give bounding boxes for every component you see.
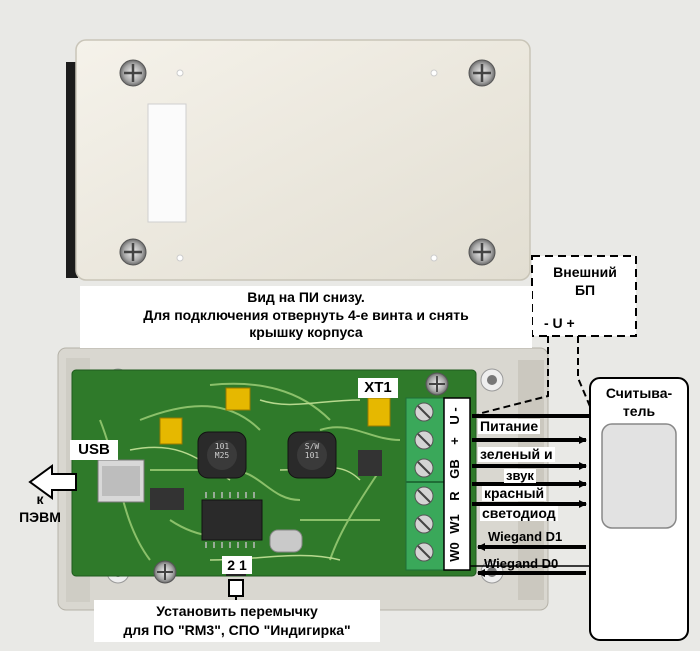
jumper-instruction: Установить перемычку для ПО "RM3", СПО "… bbox=[94, 600, 380, 642]
inductor-1 bbox=[197, 431, 247, 479]
signal-label-green: зеленый и bbox=[478, 446, 555, 463]
signal-label-wiegand-d1: Wiegand D1 bbox=[488, 529, 563, 544]
signal-label-power: Питание bbox=[478, 418, 541, 435]
reader-line-2: тель bbox=[622, 403, 656, 420]
screw-icon bbox=[119, 238, 147, 266]
power-supply-line-2: БП bbox=[574, 282, 596, 299]
reader-line-1: Считыва- bbox=[605, 385, 673, 401]
reader-label: Считыва- тель bbox=[594, 384, 684, 420]
jumper-line-2: для ПО "RM3", СПО "Индигирка" bbox=[123, 621, 351, 638]
caption-line-3: крышку корпуса bbox=[249, 324, 363, 340]
pc-label: к ПЭВМ bbox=[8, 490, 72, 526]
screw-icon bbox=[153, 560, 177, 584]
signal-label-wiegand-d0: Wiegand D0 bbox=[484, 556, 559, 571]
reader-box bbox=[589, 377, 689, 641]
screw-icon bbox=[119, 59, 147, 87]
pin-label-u-minus: U - bbox=[447, 407, 462, 425]
power-supply-label: Внешний БП bbox=[539, 263, 631, 299]
assembly-caption: Вид на ПИ снизу. Для подключения отверну… bbox=[80, 286, 532, 348]
power-supply-box bbox=[531, 255, 637, 337]
pc-label-line-2: ПЭВМ bbox=[19, 509, 61, 526]
screw-icon bbox=[425, 372, 449, 396]
signal-label-sound: звук bbox=[504, 468, 536, 484]
screw-icon bbox=[468, 59, 496, 87]
pin-label-w0: W0 bbox=[447, 542, 462, 562]
inductor-2 bbox=[287, 431, 337, 479]
pin-label-gb: GB bbox=[447, 459, 462, 479]
usb-arrow-icon bbox=[28, 464, 77, 500]
power-polarity-label: - U + bbox=[544, 315, 575, 331]
usb-label: USB bbox=[70, 440, 118, 460]
pin-label-plus: + bbox=[447, 437, 462, 445]
signal-label-red: красный bbox=[482, 485, 547, 502]
enclosure-lid bbox=[66, 39, 531, 281]
pin-label-r: R bbox=[447, 491, 462, 501]
caption-line-2: Для подключения отвернуть 4-е винта и сн… bbox=[143, 306, 469, 323]
terminal-block bbox=[405, 397, 471, 571]
power-supply-line-1: Внешний bbox=[553, 264, 617, 280]
pc-label-line-1: к bbox=[36, 491, 44, 507]
jumper-pins-label: 2 1 bbox=[222, 556, 252, 574]
connector-name-label: XT1 bbox=[358, 378, 398, 398]
pin-label-w1: W1 bbox=[447, 514, 462, 534]
signal-label-led: светодиод bbox=[480, 505, 558, 522]
caption-line-1: Вид на ПИ снизу. bbox=[247, 289, 365, 305]
jumper-line-1: Установить перемычку bbox=[156, 603, 318, 619]
signal-lines bbox=[470, 414, 590, 577]
screw-icon bbox=[468, 238, 496, 266]
